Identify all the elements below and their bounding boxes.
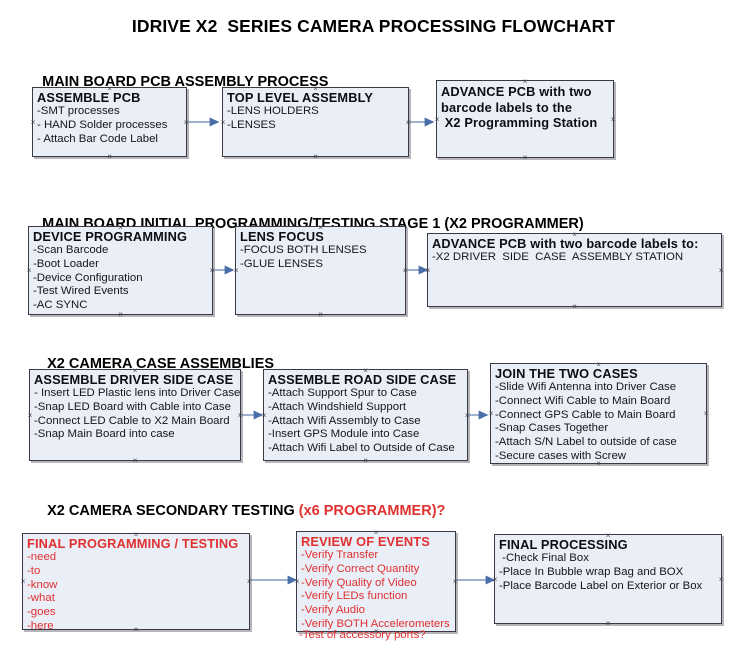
flow-box-line: -LENSES — [227, 119, 276, 132]
flow-box-line: - Attach Bar Code Label — [37, 132, 158, 145]
flow-box-line: -to — [27, 565, 41, 578]
flow-box-line: -AC SYNC — [33, 299, 88, 312]
flow-box-line: -Place In Bubble wrap Bag and BOX — [499, 566, 684, 579]
flow-box-title: REVIEW OF EVENTS — [301, 534, 430, 549]
flow-box-assemble-pcb[interactable]: ASSEMBLE PCB -SMT processes - HAND Solde… — [32, 87, 187, 157]
flow-box-line: -goes — [27, 606, 56, 619]
flow-box-line: -SMT processes — [37, 105, 120, 118]
flow-box-advance-pcb-driver-side-station[interactable]: ADVANCE PCB with two barcode labels to: … — [427, 233, 722, 307]
flow-box-line: -Connect LED Cable to X2 Main Board — [34, 414, 230, 427]
flow-box-title: ASSEMBLE ROAD SIDE CASE — [268, 372, 457, 387]
section-heading-text: X2 CAMERA SECONDARY TESTING — [47, 503, 299, 519]
flow-box-title: ADVANCE PCB with two barcode labels to t… — [441, 84, 598, 131]
flow-box-join-the-two-cases[interactable]: JOIN THE TWO CASES -Slide Wifi Antenna i… — [490, 363, 707, 464]
flow-box-title: FINAL PROCESSING — [499, 537, 628, 552]
section-heading-accent: (x6 PROGRAMMER)? — [298, 503, 446, 519]
section-heading-text: X2 CAMERA CASE ASSEMBLIES — [47, 356, 275, 372]
flow-box-line: -Verify Quality of Video — [301, 576, 417, 589]
flow-box-top-level-assembly[interactable]: TOP LEVEL ASSEMBLY -LENS HOLDERS -LENSES — [222, 87, 409, 157]
flow-box-advance-pcb-programming-station[interactable]: ADVANCE PCB with two barcode labels to t… — [436, 80, 614, 158]
flow-box-title: TOP LEVEL ASSEMBLY — [227, 90, 374, 105]
flow-box-line: - HAND Solder processes — [37, 119, 168, 132]
flow-box-line: -Attach Wifi Label to Outside of Case — [268, 442, 455, 455]
flow-box-line: - Insert LED Plastic lens into Driver Ca… — [34, 387, 241, 400]
flow-box-final-processing[interactable]: FINAL PROCESSING -Check Final Box -Place… — [494, 534, 722, 624]
flow-box-line: -know — [27, 578, 58, 591]
flow-box-line: -Snap LED Board with Cable into Case — [34, 401, 231, 414]
flow-box-line: -Attach S/N Label to outside of case — [495, 436, 677, 449]
flow-box-line: -Slide Wifi Antenna into Driver Case — [495, 381, 677, 394]
flow-box-line: -here — [27, 619, 54, 632]
flow-box-line: -Device Configuration — [33, 271, 143, 284]
flow-box-device-programming[interactable]: DEVICE PROGRAMMING -Scan Barcode -Boot L… — [28, 226, 213, 315]
section-heading-text: MAIN BOARD PCB ASSEMBLY PROCESS — [42, 74, 329, 90]
flow-box-line: -need — [27, 551, 57, 564]
flow-box-line: -Scan Barcode — [33, 244, 109, 257]
flow-box-overflow-line-review-of-events: -Test of accessory ports? — [299, 629, 426, 641]
section-heading-x2-camera-case-assemblies: X2 CAMERA CASE ASSEMBLIES — [31, 340, 274, 388]
flow-box-review-of-events[interactable]: REVIEW OF EVENTS -Verify Transfer -Verif… — [296, 531, 456, 632]
flow-box-line: -Attach Support Spur to Case — [268, 387, 417, 400]
flow-box-line: -Place Barcode Label on Exterior or Box — [499, 579, 703, 592]
flow-box-line: -Snap Cases Together — [495, 422, 609, 435]
flow-box-line: -GLUE LENSES — [240, 258, 323, 271]
flow-box-title: ADVANCE PCB with two barcode labels to: — [432, 236, 699, 251]
flow-box-line: -Test Wired Events — [33, 285, 129, 298]
flow-box-line: -Verify Transfer — [301, 549, 379, 562]
flow-box-line: -FOCUS BOTH LENSES — [240, 244, 367, 257]
section-heading-main-board-pcb-assembly-process: MAIN BOARD PCB ASSEMBLY PROCESS — [26, 58, 328, 106]
flow-box-line: -Check Final Box — [499, 552, 589, 565]
flow-box-assemble-driver-side-case[interactable]: ASSEMBLE DRIVER SIDE CASE - Insert LED P… — [29, 369, 241, 461]
flow-box-line: -Verify LEDs function — [301, 590, 408, 603]
flow-box-title: FINAL PROGRAMMING / TESTING — [27, 536, 239, 551]
flow-box-line: -LENS HOLDERS — [227, 105, 319, 118]
flow-box-lens-focus[interactable]: LENS FOCUS -FOCUS BOTH LENSES -GLUE LENS… — [235, 226, 406, 315]
flow-box-title: ASSEMBLE PCB — [37, 90, 141, 105]
flow-box-line: -Connect Wifi Cable to Main Board — [495, 395, 671, 408]
flow-box-line: -X2 DRIVER SIDE CASE ASSEMBLY STATION — [432, 251, 684, 264]
flow-box-line: -Attach Windshield Support — [268, 401, 407, 414]
flow-box-line: -Verify BOTH Accelerometers — [301, 617, 450, 630]
page-title: IDRIVE X2 SERIES CAMERA PROCESSING FLOWC… — [131, 16, 616, 36]
flow-box-line: -Connect GPS Cable to Main Board — [495, 408, 676, 421]
flow-box-assemble-road-side-case[interactable]: ASSEMBLE ROAD SIDE CASE -Attach Support … — [263, 369, 468, 461]
flow-box-line: -Insert GPS Module into Case — [268, 428, 420, 441]
flow-box-line: -what — [27, 592, 55, 605]
flow-box-line: -Attach Wifi Assembly to Case — [268, 414, 421, 427]
flow-box-final-programming-testing[interactable]: FINAL PROGRAMMING / TESTING -need -to -k… — [22, 533, 250, 632]
flow-box-title: JOIN THE TWO CASES — [495, 366, 638, 381]
flow-box-title: DEVICE PROGRAMMING — [33, 229, 188, 244]
flow-box-line: -Verify Audio — [301, 604, 365, 617]
flow-box-line: -Secure cases with Screw — [495, 449, 627, 462]
flow-box-title: LENS FOCUS — [240, 229, 324, 244]
flow-box-line: -Snap Main Board into case — [34, 428, 175, 441]
flow-box-line: -Verify Correct Quantity — [301, 563, 420, 576]
flow-box-line: -Boot Loader — [33, 258, 99, 271]
flow-box-title: ASSEMBLE DRIVER SIDE CASE — [34, 372, 234, 387]
section-heading-x2-camera-secondary-testing: X2 CAMERA SECONDARY TESTING (x6 PROGRAMM… — [31, 487, 445, 535]
